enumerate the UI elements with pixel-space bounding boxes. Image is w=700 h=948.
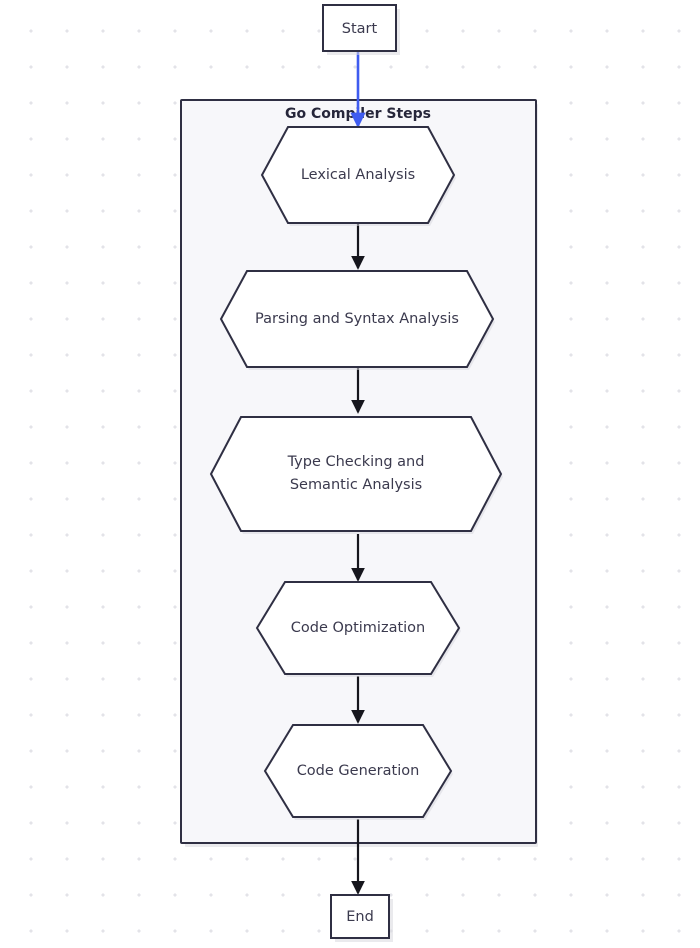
- node-type-checking-line-1: Type Checking and: [287, 454, 425, 470]
- node-code-optimization[interactable]: Code Optimization: [255, 581, 461, 677]
- node-code-optimization-label: Code Optimization: [291, 620, 426, 636]
- node-end-label: End: [346, 909, 374, 925]
- node-lexical-analysis[interactable]: Lexical Analysis: [260, 126, 456, 226]
- node-end[interactable]: End: [330, 894, 393, 942]
- node-type-checking-line-2: Semantic Analysis: [290, 477, 422, 493]
- node-code-generation[interactable]: Code Generation: [263, 724, 453, 820]
- node-parsing-and-syntax-analysis[interactable]: Parsing and Syntax Analysis: [219, 270, 495, 370]
- node-type-checking-and-semantic-analysis[interactable]: Type Checking and Semantic Analysis: [209, 416, 503, 534]
- node-parsing-and-syntax-analysis-label: Parsing and Syntax Analysis: [255, 311, 459, 327]
- node-code-generation-label: Code Generation: [297, 763, 420, 779]
- node-start-label: Start: [342, 21, 378, 37]
- node-start[interactable]: Start: [322, 4, 400, 55]
- node-lexical-analysis-label: Lexical Analysis: [301, 167, 415, 183]
